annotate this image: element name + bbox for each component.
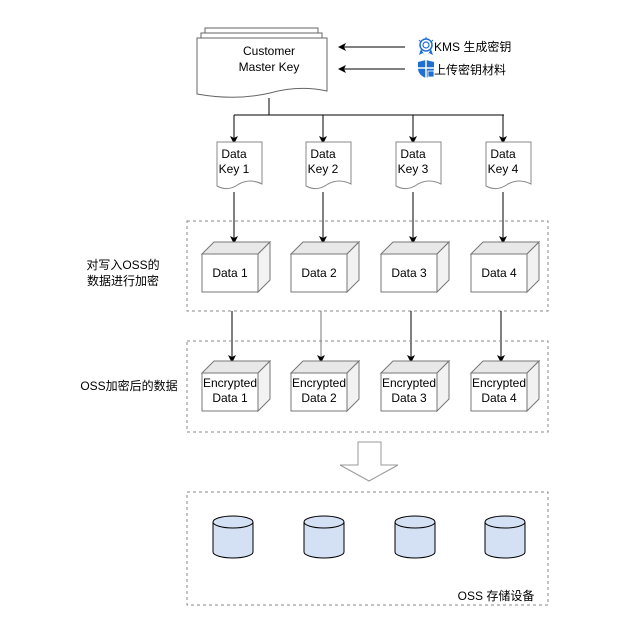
data-key-line2: Key 2 xyxy=(308,162,339,176)
encrypted-cube-line2: Data 1 xyxy=(212,391,248,405)
master-key-line2: Master Key xyxy=(239,60,300,74)
encrypted-stage-group xyxy=(186,340,549,433)
data-cube-label: Data 4 xyxy=(481,266,517,280)
encrypted-stage-label: OSS加密后的数据 xyxy=(80,378,177,393)
data-key-line1: Data xyxy=(400,147,426,161)
customer-master-key: Customer Master Key xyxy=(196,27,328,98)
data-cube-2: Data 2 xyxy=(289,240,361,294)
data-key-line2: Key 4 xyxy=(488,162,519,176)
storage-disk-icon xyxy=(303,515,345,559)
encrypted-cube-line1: Encrypted xyxy=(382,376,436,390)
master-key-connector xyxy=(230,98,507,144)
data-key-line1: Data xyxy=(310,147,336,161)
encrypted-cube-line1: Encrypted xyxy=(472,376,526,390)
encrypted-cube-line2: Data 3 xyxy=(391,391,427,405)
encrypted-cube-line1: Encrypted xyxy=(292,376,346,390)
encrypt-stage-group xyxy=(186,220,549,312)
encrypted-cube-line2: Data 4 xyxy=(481,391,517,405)
storage-disk-icon xyxy=(484,515,526,559)
storage-disk-icon xyxy=(394,515,436,559)
storage-label: OSS 存储设备 xyxy=(458,588,535,603)
data-key-line2: Key 3 xyxy=(398,162,429,176)
data-key-line2: Key 1 xyxy=(219,162,250,176)
data-cube-4: Data 4 xyxy=(469,240,541,294)
data-cube-label: Data 1 xyxy=(212,266,248,280)
data-cube-3: Data 3 xyxy=(379,240,451,294)
hollow-down-arrow xyxy=(339,441,399,482)
data-cube-1: Data 1 xyxy=(200,240,272,294)
encrypted-cube-line2: Data 2 xyxy=(301,391,337,405)
data-cube-label: Data 3 xyxy=(391,266,427,280)
kms-label: KMS 生成密钥 xyxy=(434,39,511,54)
data-key-line1: Data xyxy=(221,147,247,161)
kms-badge-icon xyxy=(418,37,434,56)
upload-label: 上传密钥材料 xyxy=(434,62,506,77)
shield-lock-icon xyxy=(418,60,435,78)
storage-group xyxy=(186,491,549,606)
encrypted-cube-line1: Encrypted xyxy=(203,376,257,390)
data-key-line1: Data xyxy=(490,147,516,161)
master-key-line1: Customer xyxy=(243,44,295,58)
encrypt-stage-label-line2: 数据进行加密 xyxy=(87,273,159,288)
encrypt-stage-label-line1: 对写入OSS的 xyxy=(86,257,159,272)
data-cube-label: Data 2 xyxy=(301,266,337,280)
storage-disk-icon xyxy=(212,515,254,559)
